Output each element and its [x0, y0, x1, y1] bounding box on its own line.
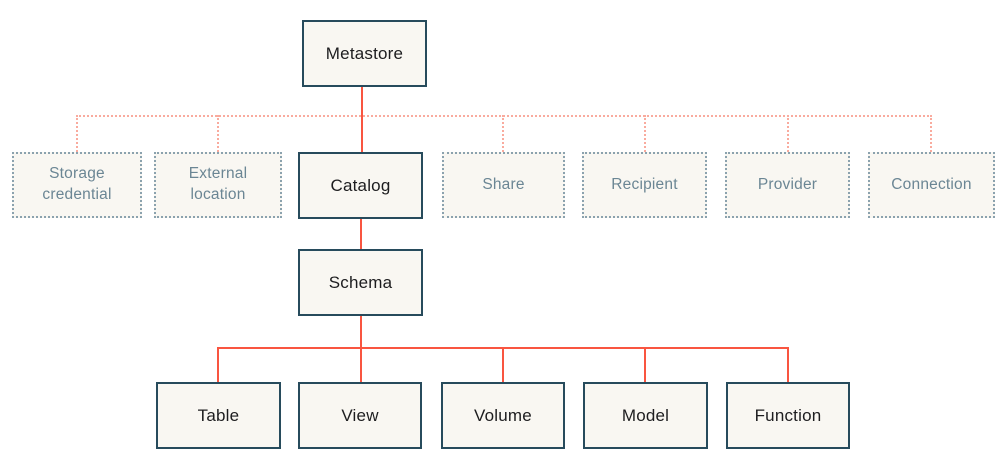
- edge-drop-table: [217, 347, 219, 382]
- node-external-location-label: External location: [188, 165, 248, 203]
- edge-drop-external-location: [217, 115, 219, 152]
- node-connection-label: Connection: [891, 175, 972, 193]
- edge-drop-view: [360, 347, 362, 382]
- edge-metastore-dotted-bus: [76, 115, 932, 117]
- node-storage-credential-label: Storage credential: [42, 165, 112, 203]
- node-share: Share: [442, 152, 565, 218]
- node-volume: Volume: [441, 382, 565, 449]
- edge-catalog-schema: [360, 219, 362, 249]
- edge-schema-trunk: [360, 316, 362, 349]
- node-view-label: View: [341, 405, 379, 425]
- edge-drop-model: [644, 347, 646, 382]
- node-table-label: Table: [197, 405, 240, 425]
- node-metastore: Metastore: [302, 20, 427, 87]
- node-provider-label: Provider: [757, 175, 818, 193]
- node-connection: Connection: [868, 152, 995, 218]
- node-provider: Provider: [725, 152, 850, 218]
- edge-drop-function: [787, 347, 789, 382]
- edge-drop-share: [502, 115, 504, 152]
- node-schema-label: Schema: [328, 272, 393, 292]
- node-recipient-label: Recipient: [611, 175, 678, 193]
- node-model: Model: [583, 382, 708, 449]
- edge-metastore-catalog: [361, 87, 363, 152]
- node-external-location: External location: [154, 152, 282, 218]
- node-metastore-label: Metastore: [325, 43, 404, 63]
- edge-drop-provider: [787, 115, 789, 152]
- node-view: View: [298, 382, 422, 449]
- edge-drop-recipient: [644, 115, 646, 152]
- node-function-label: Function: [754, 405, 822, 425]
- node-volume-label: Volume: [474, 405, 532, 425]
- edge-drop-volume: [502, 347, 504, 382]
- node-schema: Schema: [298, 249, 423, 316]
- node-share-label: Share: [482, 175, 525, 193]
- edge-drop-storage-credential: [76, 115, 78, 152]
- node-model-label: Model: [621, 405, 670, 425]
- node-table: Table: [156, 382, 281, 449]
- node-catalog-label: Catalog: [330, 175, 391, 195]
- node-function: Function: [726, 382, 850, 449]
- node-catalog: Catalog: [298, 152, 423, 219]
- edge-drop-connection: [930, 115, 932, 152]
- node-recipient: Recipient: [582, 152, 707, 218]
- node-storage-credential: Storage credential: [12, 152, 142, 218]
